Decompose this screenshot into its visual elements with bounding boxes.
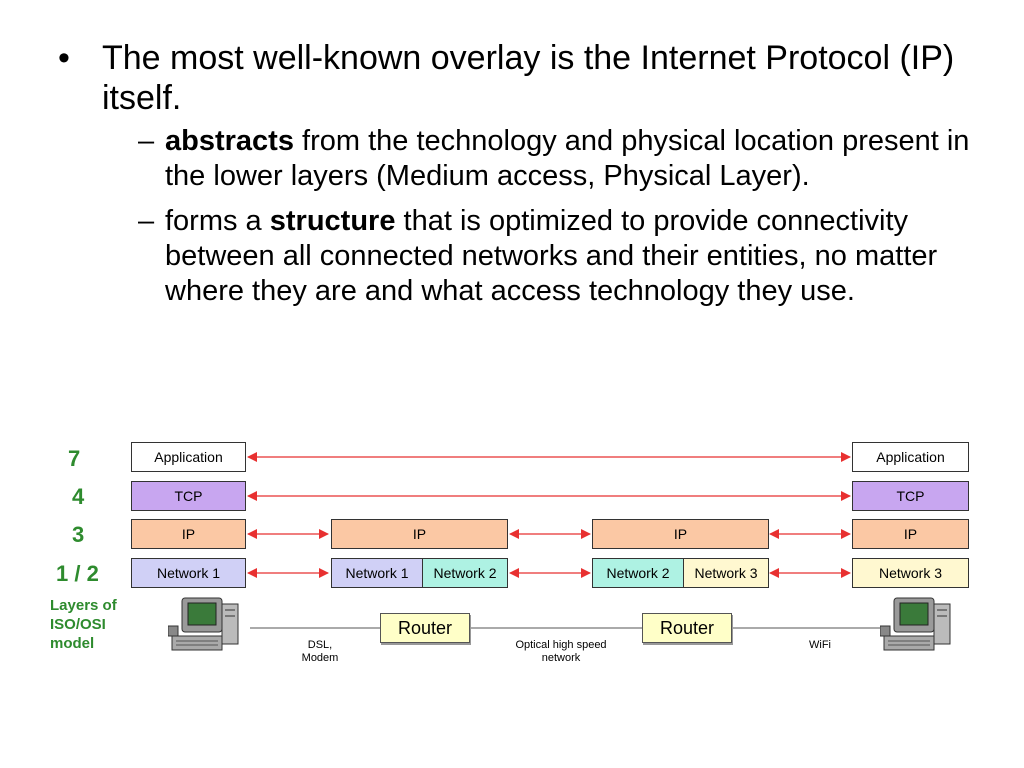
sub-bullet-text: that is optimized to provide connectivit… (165, 205, 938, 307)
router-1: Router (380, 613, 470, 643)
bullet-list: • The most well-known overlay is the Int… (58, 38, 988, 319)
router1-network1-box: Network 1 (331, 558, 423, 588)
sub-bullet-abstracts: – abstracts from the technology and phys… (138, 124, 988, 194)
router-2: Router (642, 613, 732, 643)
computer-right-icon (880, 597, 951, 651)
left-application-box: Application (131, 442, 246, 472)
link-caption-optical: Optical high speed network (515, 639, 607, 664)
layer-label-1-2: 1 / 2 (56, 561, 99, 586)
left-network-box: Network 1 (131, 558, 246, 588)
right-ip-box: IP (852, 519, 969, 549)
link-caption-wifi: WiFi (809, 639, 831, 651)
link-caption-dsl: DSL, Modem (301, 639, 339, 664)
layer-label-7: 7 (68, 446, 81, 471)
sub-bullet-pre: forms a (165, 205, 270, 237)
right-network-box: Network 3 (852, 558, 969, 588)
main-bullet: • The most well-known overlay is the Int… (58, 38, 988, 118)
right-application-box: Application (852, 442, 969, 472)
main-bullet-text: The most well-known overlay is the Inter… (102, 39, 955, 117)
bullet-dot: • (58, 39, 70, 77)
layer-label-4: 4 (72, 484, 85, 509)
left-ip-box: IP (131, 519, 246, 549)
router1-network2-box: Network 2 (422, 558, 508, 588)
router1-ip-box: IP (331, 519, 508, 549)
bold-abstracts: abstracts (165, 125, 294, 157)
sub-bullet-structure: – forms a structure that is optimized to… (138, 204, 988, 309)
right-tcp-box: TCP (852, 481, 969, 511)
sub-bullet-text: from the technology and physical locatio… (165, 125, 970, 192)
legend-line: ISO/OSI (50, 616, 106, 633)
bold-structure: structure (269, 205, 396, 237)
sub-bullets: – abstracts from the technology and phys… (138, 124, 988, 309)
legend-line: Layers of (50, 597, 117, 614)
left-tcp-box: TCP (131, 481, 246, 511)
legend-line: model (50, 635, 95, 652)
layers-legend: Layers of ISO/OSI model (50, 596, 117, 653)
layer-label-3: 3 (72, 522, 85, 547)
dash-marker: – (138, 205, 155, 237)
computer-left-icon (168, 597, 239, 651)
dash-marker: – (138, 125, 155, 157)
router2-ip-box: IP (592, 519, 769, 549)
router2-network3-box: Network 3 (683, 558, 769, 588)
router2-network2-box: Network 2 (592, 558, 684, 588)
